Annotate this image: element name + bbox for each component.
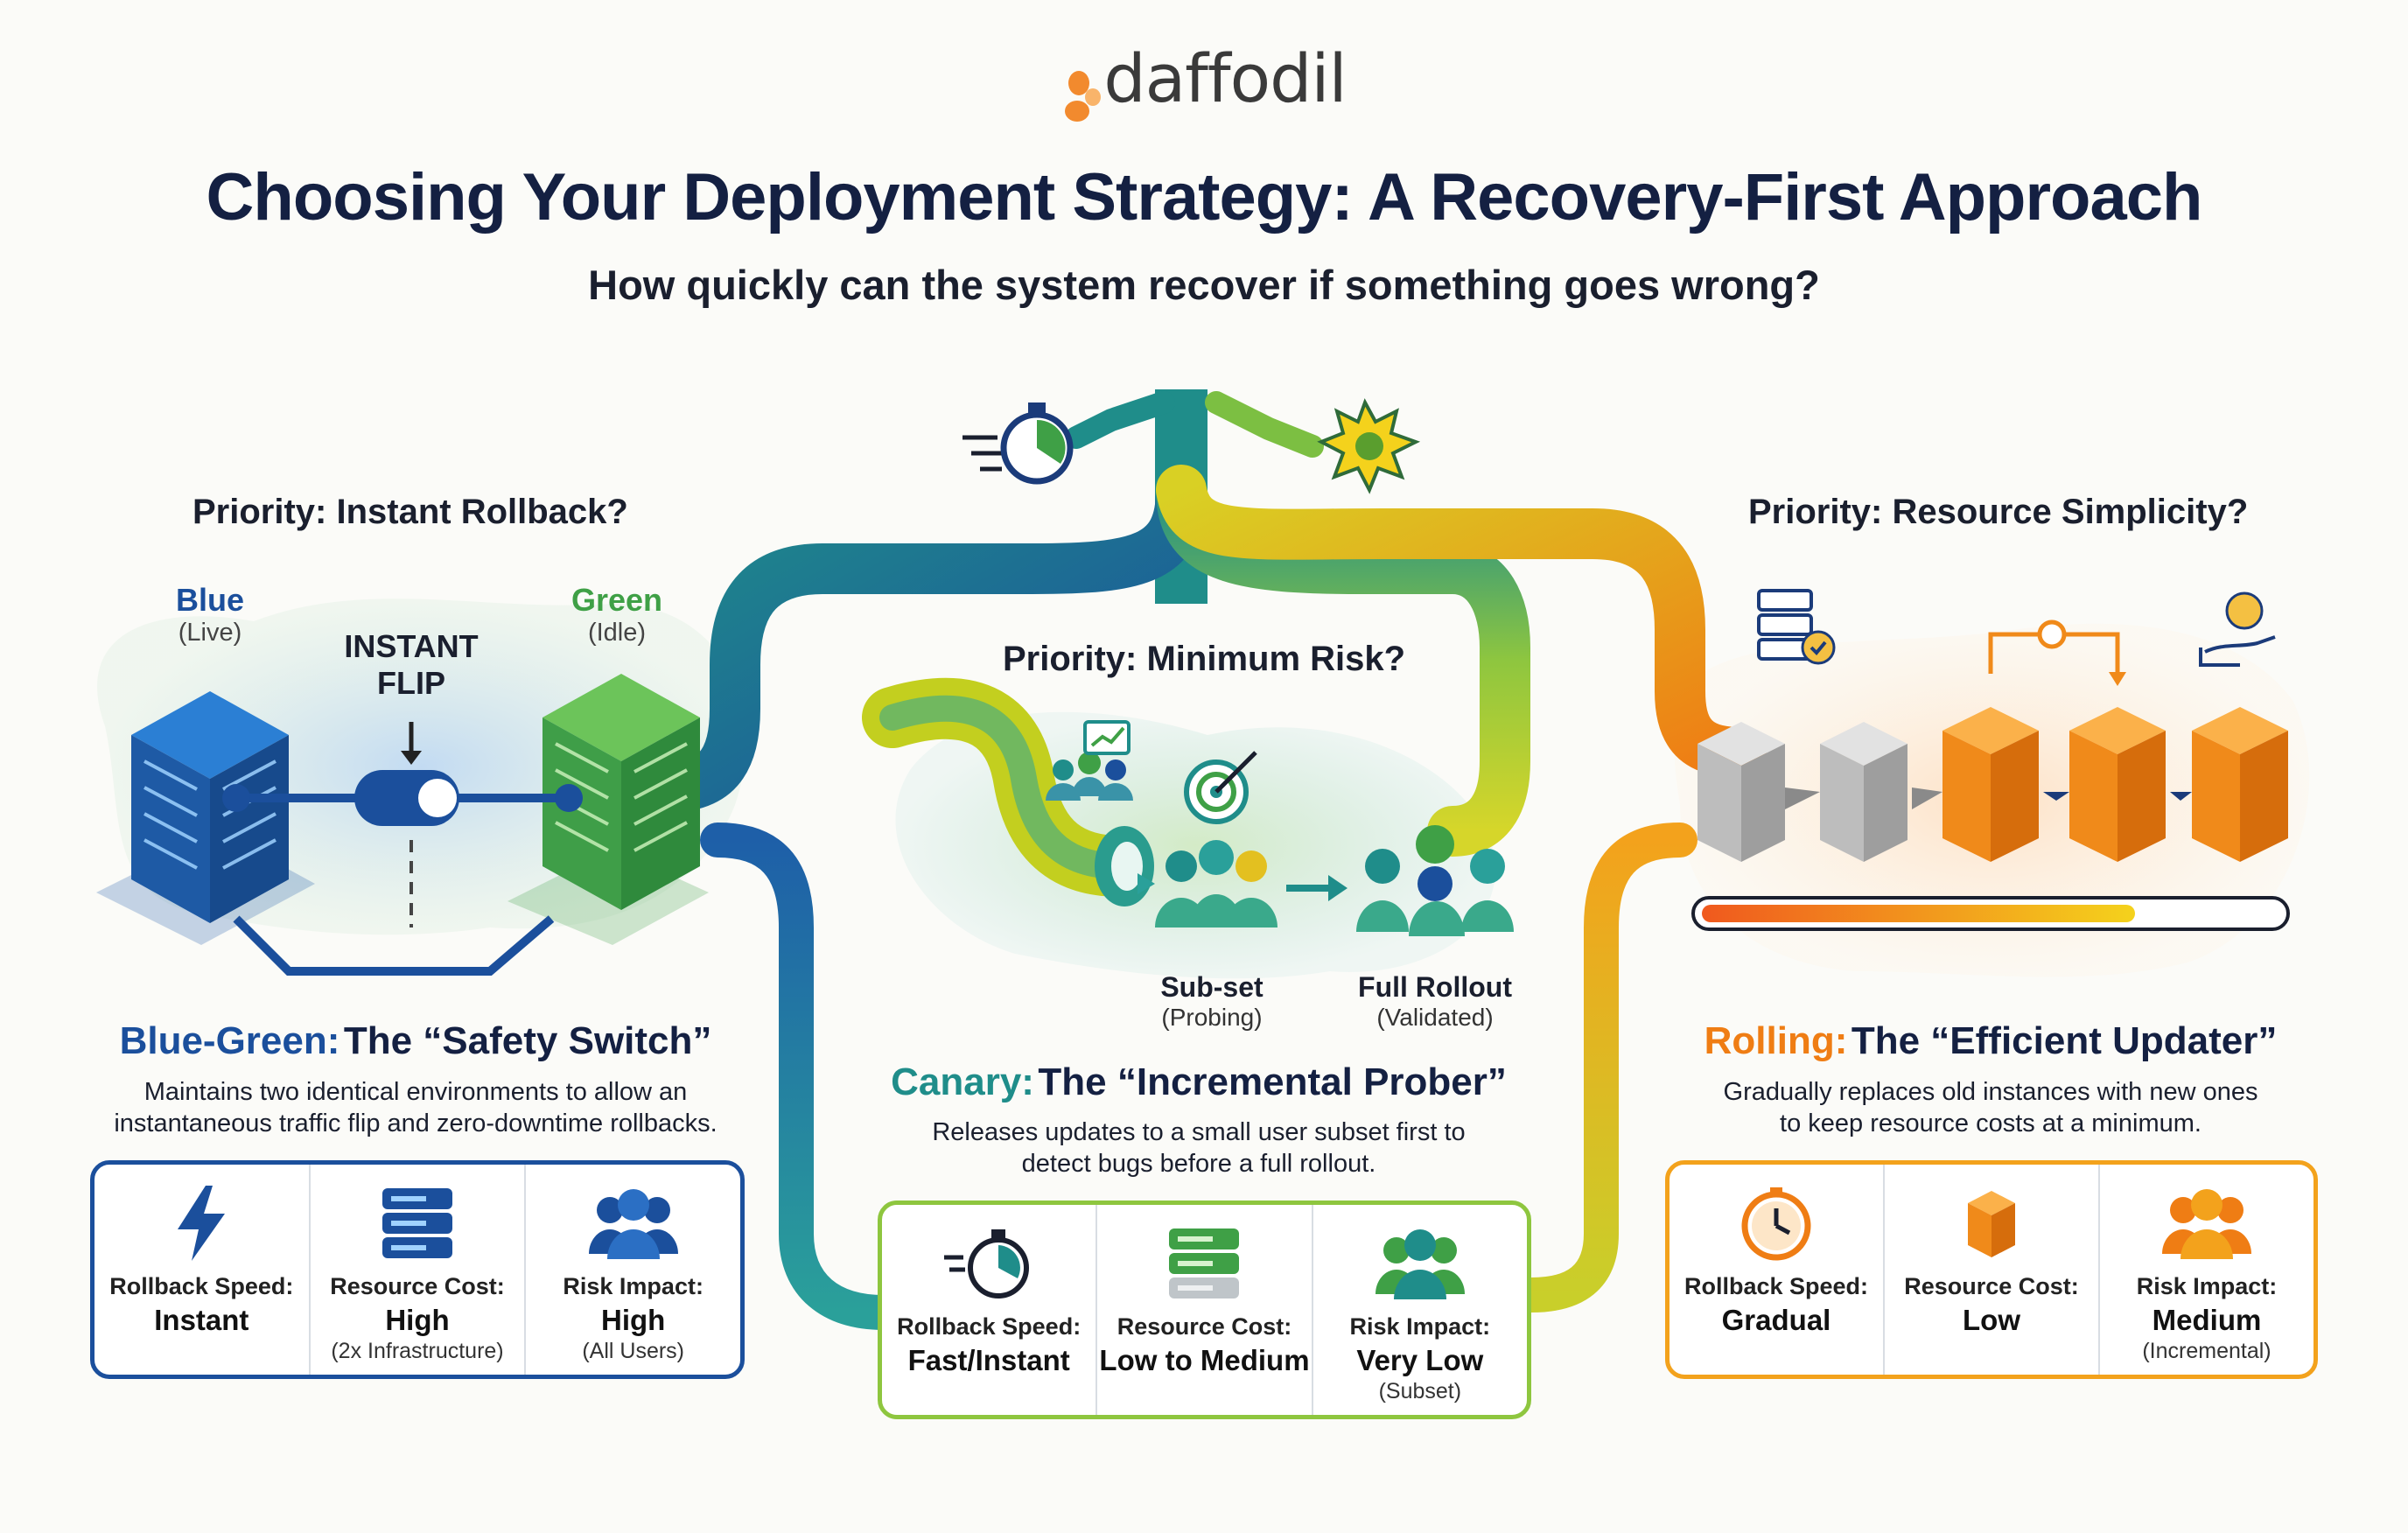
lightning-icon [178,1186,226,1261]
page-title: Choosing Your Deployment Strategy: A Rec… [206,160,2203,234]
subset-label: Sub-set (Probing) [1102,971,1321,1032]
clock-icon [1741,1187,1811,1261]
metric-resource-cost: Resource Cost: High (2x Infrastructure) [308,1165,525,1375]
metric-value: Low to Medium [1099,1344,1310,1376]
metric-label: Resource Cost: [1116,1313,1292,1340]
rolling-heading: Rolling: The “Efficient Updater” [1628,1019,2354,1063]
page-subtitle: How quickly can the system recover if so… [588,262,1820,308]
metric-note: (All Users) [582,1339,685,1363]
full-rollout-group-icon [1356,825,1514,936]
metric-resource-cost: Resource Cost: Low to Medium [1096,1205,1311,1415]
metric-resource-cost: Resource Cost: Low [1883,1165,2098,1375]
metric-value: High [385,1304,450,1336]
green-label: Green [570,582,663,618]
metric-value: Fast/Instant [907,1344,1070,1376]
full-rollout-title: Full Rollout [1358,971,1512,1003]
metric-rollback-speed: Rollback Speed: Gradual [1670,1165,1883,1375]
metric-label: Rollback Speed: [897,1313,1082,1340]
blue-green-description: Maintains two identical environments to … [35,1076,796,1139]
server-stack-icon [1169,1228,1240,1298]
canary-description: Releases updates to a small user subset … [840,1116,1558,1180]
rolling-desc-line-1: Gradually replaces old instances with ne… [1723,1078,2258,1106]
blue-green-metrics-card: Rollback Speed: Instant Resource Cost: H… [90,1160,745,1379]
metric-risk-impact: Risk Impact: Very Low (Subset) [1311,1205,1527,1415]
full-rollout-label: Full Rollout (Validated) [1321,971,1549,1032]
metric-label: Rollback Speed: [1684,1273,1869,1299]
metric-label: Risk Impact: [563,1273,704,1299]
metric-value: Instant [154,1304,249,1336]
metric-label: Risk Impact: [1349,1313,1491,1340]
canary-desc-line-2: detect bugs before a full rollout. [1021,1150,1376,1178]
stopwatch-icon [944,1229,1030,1298]
metric-rollback-speed: Rollback Speed: Instant [94,1165,309,1375]
metric-value: Medium [2152,1304,2262,1336]
hand-coin-icon [2199,592,2276,667]
subset-note: (Probing) [1161,1004,1263,1031]
server-box-icon [1968,1191,2015,1257]
metric-risk-impact: Risk Impact: High (All Users) [524,1165,740,1375]
rolling-tagline: The “Efficient Updater” [1851,1019,2278,1062]
blue-env-label: Blue (Live) [140,582,280,648]
blue-server-icon [96,691,315,945]
users-group-icon [588,1189,678,1259]
metric-label: Resource Cost: [330,1273,505,1299]
server-check-icon [1757,589,1836,665]
rolling-servers-icon [1698,707,2288,862]
rolling-description: Gradually replaces old instances with ne… [1628,1076,2354,1139]
rolling-metrics-card: Rollback Speed: Gradual Resource Cost: L… [1665,1160,2318,1379]
green-server-icon [508,674,709,945]
blue-green-tagline: The “Safety Switch” [343,1019,712,1062]
company-logo: daffodil [0,39,2408,127]
metric-value: Very Low [1356,1344,1484,1376]
green-env-label: Green (Idle) [547,582,687,648]
canary-metrics-card: Rollback Speed: Fast/Instant Resource Co… [878,1200,1531,1419]
canary-pipe-icon [862,677,1154,906]
rolling-priority: Priority: Resource Simplicity? [1748,493,2249,531]
canary-tagline: The “Incremental Prober” [1038,1060,1507,1103]
subset-title: Sub-set [1160,971,1264,1003]
canary-name: Canary: [891,1060,1034,1103]
full-rollout-note: (Validated) [1376,1004,1494,1031]
metric-note: (Incremental) [2142,1339,2272,1363]
blue-green-priority: Priority: Instant Rollback? [192,493,628,531]
users-group-icon [1375,1229,1465,1299]
flip-line-1: INSTANT [344,628,479,664]
users-group-icon [2162,1189,2251,1259]
rolling-progress-bar [1691,896,2290,931]
daffodil-petal-icon [1065,70,1102,122]
green-state: (Idle) [587,619,647,647]
flip-line-2: FLIP [377,665,445,701]
blue-green-name: Blue-Green: [119,1019,340,1062]
instant-flip-label: INSTANT FLIP [324,628,499,702]
blue-state: (Live) [178,619,242,647]
server-stack-icon [382,1188,452,1258]
canary-heading: Canary: The “Incremental Prober” [840,1060,1558,1104]
rolling-name: Rolling: [1704,1019,1848,1062]
rolling-desc-line-2: to keep resource costs at a minimum. [1780,1110,2202,1138]
metric-value: Low [1963,1304,2020,1336]
blue-label: Blue [175,582,244,618]
toggle-switch-icon [354,770,459,826]
canary-desc-line-1: Releases updates to a small user subset … [932,1118,1466,1146]
stopwatch-speed-icon [962,402,1074,485]
metric-label: Risk Impact: [2136,1273,2278,1299]
metric-rollback-speed: Rollback Speed: Fast/Instant [882,1205,1096,1415]
blue-green-heading: Blue-Green: The “Safety Switch” [35,1019,796,1063]
metric-note: (Subset) [1378,1379,1462,1404]
metric-label: Rollback Speed: [109,1273,294,1299]
canary-priority: Priority: Minimum Risk? [1003,640,1406,678]
blue-green-desc-line-1: Maintains two identical environments to … [144,1078,688,1106]
blue-green-desc-line-2: instantaneous traffic flip and zero-down… [114,1110,718,1138]
analytics-group-icon [1046,720,1133,801]
metric-note: (2x Infrastructure) [331,1339,504,1363]
metric-value: High [601,1304,666,1336]
metric-label: Resource Cost: [1904,1273,2079,1299]
logo-wordmark: daffodil [1103,39,1347,117]
target-icon [1184,751,1257,824]
bug-burst-icon [1317,398,1421,494]
subset-group-icon [1155,840,1278,928]
metric-value: Gradual [1721,1304,1831,1336]
metric-risk-impact: Risk Impact: Medium (Incremental) [2098,1165,2314,1375]
